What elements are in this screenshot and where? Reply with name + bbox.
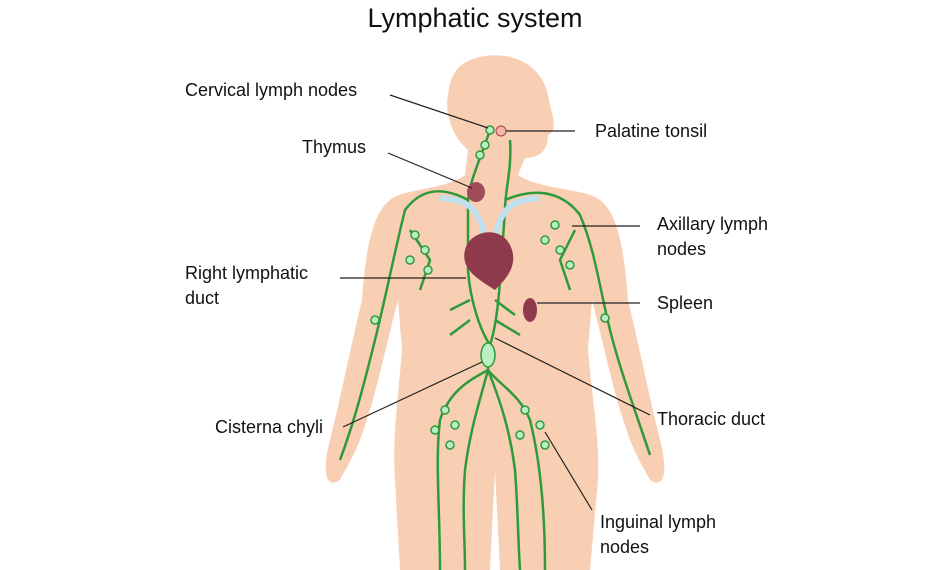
label-line-2: nodes [657,239,707,259]
label-line-1: Axillary lymph [657,214,769,234]
blood-vessels [439,195,541,241]
body-silhouette [325,55,665,570]
spleen-organ [523,298,537,322]
label-cervical-lymph-nodes: Cervical lymph nodes [185,80,358,100]
body-shape [325,55,665,570]
heart [464,232,514,290]
label-palatine-tonsil: Palatine tonsil [595,121,708,141]
label-line-2: nodes [600,537,650,557]
thymus-organ [467,182,485,202]
label-line-1: Right lymphatic [185,263,309,283]
label-cisterna-chyli: Cisterna chyli [215,417,324,437]
cisterna-chyli-node [480,342,496,368]
label-line-2: duct [185,288,220,308]
label-thoracic-duct: Thoracic duct [657,409,766,429]
label-inguinal-lymph-nodes: Inguinal lymph nodes [600,510,716,560]
label-line-1: Inguinal lymph [600,512,717,532]
leader-lines [340,94,651,511]
label-right-lymphatic-duct: Right lymphatic duct [185,261,308,311]
label-thymus: Thymus [302,137,367,157]
label-spleen: Spleen [657,293,714,313]
lymph-nodes [370,125,610,450]
palatine-tonsil-organ [495,125,507,137]
label-axillary-lymph-nodes: Axillary lymph nodes [657,212,768,262]
diagram-title: Lymphatic system [367,3,583,33]
